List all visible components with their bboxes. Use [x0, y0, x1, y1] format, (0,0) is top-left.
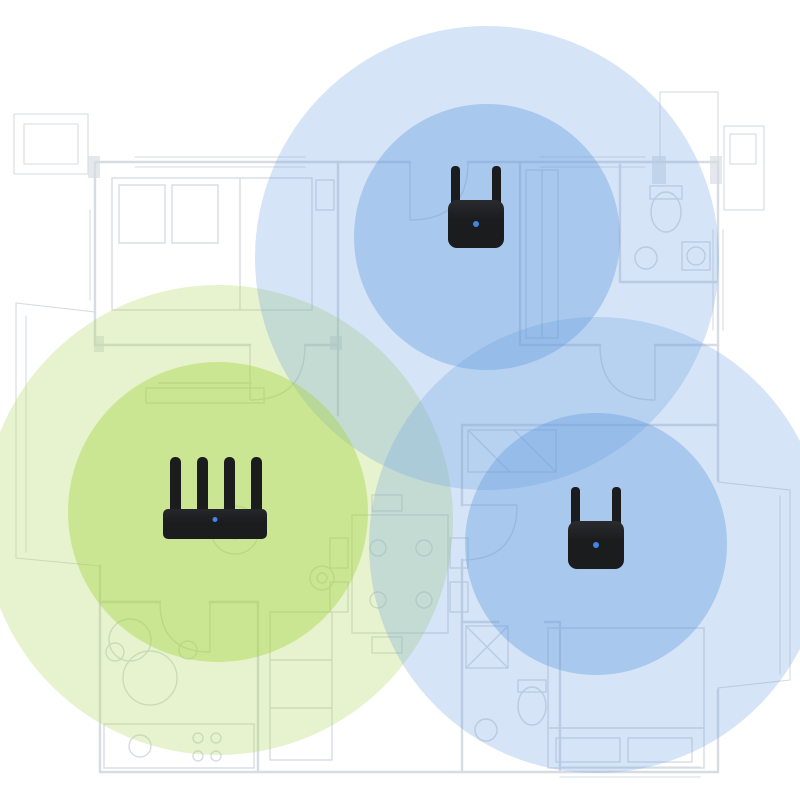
extender-antenna-icon: [492, 166, 501, 210]
router-antenna-icon: [197, 457, 208, 515]
router-body: [163, 509, 267, 539]
router-led-indicator: [212, 517, 218, 522]
floorplan-walls: [13, 91, 791, 778]
wifi-extender-bottom-icon: [568, 487, 624, 569]
extender-led-indicator: [593, 542, 599, 548]
extender-antenna-icon: [571, 487, 580, 531]
wifi-router-icon: [163, 457, 267, 539]
extender-body: [568, 521, 624, 569]
extender-antenna-icon: [451, 166, 460, 210]
router-antenna-icon: [170, 457, 181, 515]
floorplan-doors: [159, 161, 656, 653]
wifi-extender-top-icon: [448, 166, 504, 248]
extender-led-indicator: [473, 221, 479, 227]
router-antenna-icon: [251, 457, 262, 515]
coverage-zone-blue-top-outer: [255, 26, 719, 490]
router-antenna-icon: [224, 457, 235, 515]
extender-antenna-icon: [612, 487, 621, 531]
extender-body: [448, 200, 504, 248]
